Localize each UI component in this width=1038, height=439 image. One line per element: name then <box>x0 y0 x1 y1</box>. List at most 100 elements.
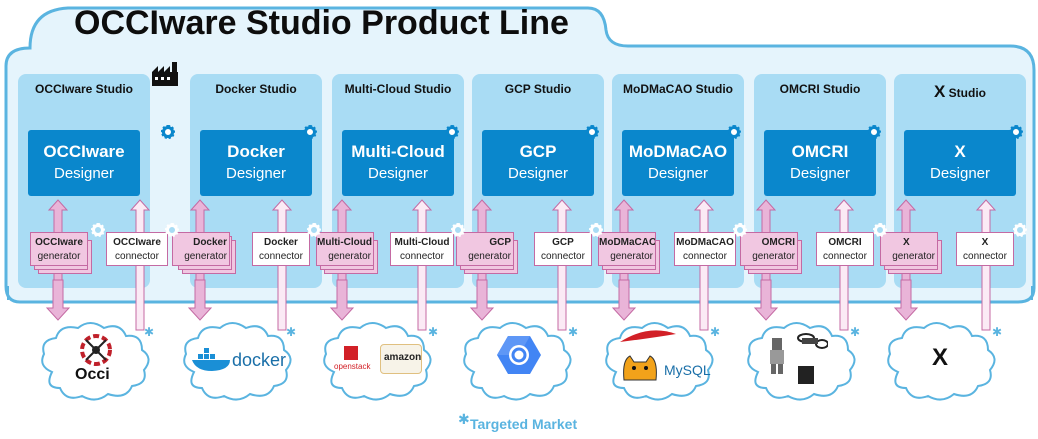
connector-box[interactable]: OMCRI connector <box>816 232 874 266</box>
connector-name: Docker <box>264 237 298 248</box>
generator-box[interactable]: X generator <box>880 232 938 266</box>
generator-box[interactable]: OMCRI generator <box>740 232 798 266</box>
studio-tab <box>472 74 604 104</box>
gear-icon <box>445 125 459 139</box>
market-mysql: MySQL <box>664 362 711 378</box>
generator-label: generator <box>328 251 371 262</box>
google-cloud-icon <box>497 336 541 374</box>
designer-name: MoDMaCAO <box>628 142 728 161</box>
studio-tab-label: OMCRI Studio <box>779 82 861 96</box>
svg-text:✱: ✱ <box>992 325 1002 339</box>
generator-label: generator <box>468 251 511 262</box>
generator-name: Docker <box>193 237 227 248</box>
generator-box[interactable]: Multi-Cloud generator <box>316 232 374 266</box>
generator-label: generator <box>610 251 653 262</box>
market-docker: docker <box>232 350 287 370</box>
connector-name: X <box>981 237 989 248</box>
connector-name: Multi-Cloud <box>394 237 450 248</box>
connector-label: connector <box>963 251 1007 262</box>
connector-name: GCP <box>552 237 574 248</box>
designer-box[interactable]: OCCIware Designer <box>28 130 140 196</box>
studio-tab-label: X Studio <box>894 82 1026 102</box>
legend-targeted-market: Targeted Market <box>470 416 578 432</box>
studio-tab <box>190 74 322 104</box>
connector-label: connector <box>683 251 727 262</box>
generator-box[interactable]: Docker generator <box>172 232 230 266</box>
generator-label: generator <box>752 251 795 262</box>
studio-tab <box>612 74 744 104</box>
connector-box[interactable]: Multi-Cloud connector <box>390 232 454 266</box>
gear-icon <box>585 125 599 139</box>
designer-label: Designer <box>367 165 429 182</box>
openstack-logo-icon <box>344 346 358 360</box>
gear-icon <box>303 125 317 139</box>
designer-label: Designer <box>507 165 569 182</box>
designer-box[interactable]: Docker Designer <box>200 130 312 196</box>
generator-name: OCCIware <box>35 237 83 248</box>
designer-name: Docker <box>227 142 285 161</box>
studio-tab <box>894 74 1026 104</box>
studio-tab-label: OCCIware Studio <box>34 82 133 96</box>
gear-icon <box>161 125 175 139</box>
connector-name: OMCRI <box>828 237 862 248</box>
studio-tab <box>18 74 150 104</box>
designer-label: Designer <box>53 165 115 182</box>
studio-tab <box>332 74 464 104</box>
designer-label: Designer <box>647 165 709 182</box>
market-openstack: openstack <box>334 362 371 371</box>
svg-text:✱: ✱ <box>144 325 154 339</box>
occi-logo-icon <box>80 334 112 366</box>
designer-box[interactable]: MoDMaCAO Designer <box>622 130 734 196</box>
designer-name: OMCRI <box>791 142 849 161</box>
designer-box[interactable]: OMCRI Designer <box>764 130 876 196</box>
factory-icon <box>152 62 178 86</box>
studio-tab-label: MoDMaCAO Studio <box>623 82 733 96</box>
connector-label: connector <box>115 251 159 262</box>
docker-whale-icon <box>192 348 230 371</box>
connector-name: MoDMaCAO <box>676 237 734 248</box>
connector-box[interactable]: GCP connector <box>534 232 592 266</box>
page-title: OCCIware Studio Product Line <box>74 4 569 42</box>
designer-label: Designer <box>225 165 287 182</box>
connector-box[interactable]: X connector <box>956 232 1014 266</box>
connector-label: connector <box>259 251 303 262</box>
amazon-logo-icon <box>380 344 422 374</box>
gear-icon <box>307 223 321 237</box>
robots-drone-icon <box>770 333 828 384</box>
market-occi: Occi <box>75 366 110 383</box>
svg-text:✱: ✱ <box>850 325 860 339</box>
designer-box[interactable]: GCP Designer <box>482 130 594 196</box>
designer-name: GCP <box>519 142 557 161</box>
connector-name: OCCIware <box>113 237 161 248</box>
connector-box[interactable]: OCCIware connector <box>106 232 168 266</box>
designer-name: OCCIware <box>43 142 125 161</box>
apache-feather-icon <box>620 330 676 342</box>
designer-label: Designer <box>929 165 991 182</box>
studio-tab-label: Multi-Cloud Studio <box>344 82 452 96</box>
generator-box[interactable]: MoDMaCAO generator <box>598 232 656 266</box>
connector-label: connector <box>823 251 867 262</box>
generator-label: generator <box>37 251 81 262</box>
designer-name: Multi-Cloud <box>351 142 445 161</box>
market-amazon: amazon <box>384 352 422 363</box>
connector-label: connector <box>400 251 444 262</box>
svg-text:✱: ✱ <box>286 325 296 339</box>
connector-label: connector <box>541 251 585 262</box>
gear-icon <box>1009 125 1023 139</box>
generator-box[interactable]: GCP generator <box>456 232 514 266</box>
market-x: X <box>932 344 949 371</box>
connector-box[interactable]: MoDMaCAO connector <box>674 232 736 266</box>
generator-name: OMCRI <box>761 237 795 248</box>
designer-box[interactable]: X Designer <box>904 130 1016 196</box>
generator-box[interactable]: OCCIware generator <box>30 232 88 266</box>
gear-icon <box>451 223 465 237</box>
gear-icon <box>589 223 603 237</box>
gear-icon <box>873 223 887 237</box>
generator-name: Multi-Cloud <box>317 237 372 248</box>
gear-icon <box>165 223 179 237</box>
connector-box[interactable]: Docker connector <box>252 232 310 266</box>
gear-icon <box>1013 223 1027 237</box>
designer-box[interactable]: Multi-Cloud Designer <box>342 130 454 196</box>
svg-text:✱: ✱ <box>568 325 578 339</box>
